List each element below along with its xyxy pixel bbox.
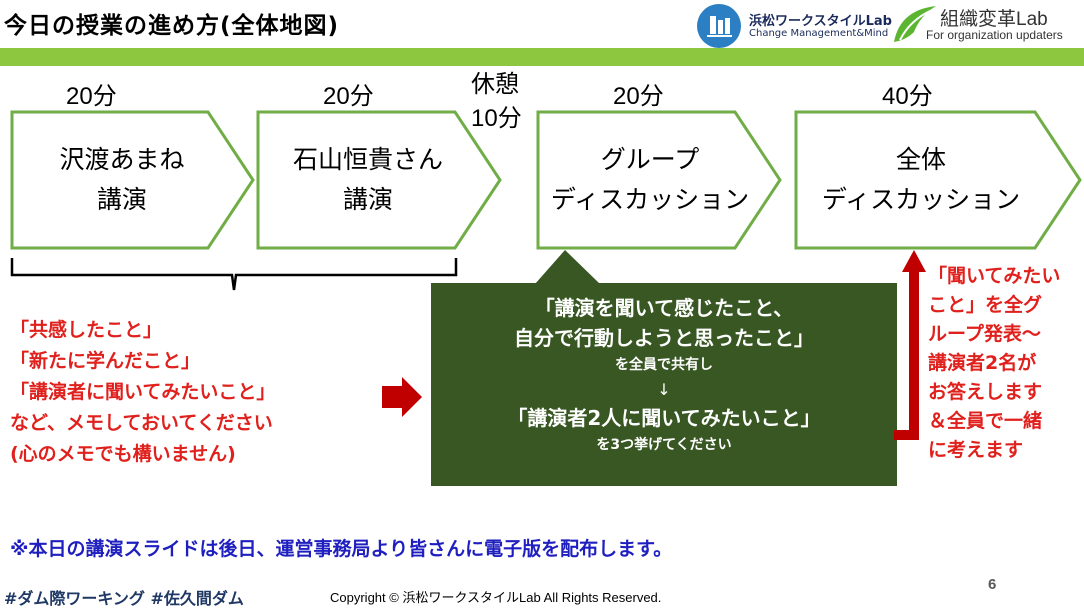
right-note: ＆全員で一緒: [928, 410, 1043, 432]
step-1-duration: 20分: [66, 83, 117, 110]
step-4-chevron: [794, 110, 1082, 250]
right-note: 「聞いてみたい: [928, 265, 1061, 287]
step-4-duration: 40分: [882, 83, 933, 110]
task-line5: を3つ挙げてください: [596, 437, 732, 453]
left-note: 「新たに学んだこと」: [10, 350, 201, 372]
step-1-label: 沢渡あまね 講演: [12, 140, 232, 220]
break-label: 休憩 10分: [471, 68, 522, 136]
logo2-name: 組織変革Lab: [940, 9, 1048, 30]
step-1-line1: 沢渡あまね: [59, 146, 185, 174]
step-2-line2: 講演: [342, 186, 393, 214]
right-notes: 「聞いてみたい こと」を全グ ループ発表～ 講演者2名が お答えします ＆全員で…: [928, 262, 1060, 465]
step-3-line1: グループ: [600, 146, 700, 174]
break-label-line1: 休憩: [471, 71, 519, 98]
page-title: 今日の授業の進め方(全体地図): [4, 13, 340, 39]
step-2-duration: 20分: [323, 83, 374, 110]
slides-distribution-note: ※本日の講演スライドは後日、運営事務局より皆さんに電子版を配布します。: [10, 538, 673, 560]
bracket-brace: [10, 258, 458, 291]
step-4-line1: 全体: [895, 146, 946, 174]
step-4-label: 全体 ディスカッション: [796, 140, 1046, 220]
right-note: お答えします: [928, 381, 1043, 403]
step-2-label: 石山恒貴さん 講演: [258, 140, 478, 220]
step-4-line2: ディスカッション: [821, 186, 1021, 214]
task-line1: 「講演を聞いて感じたこと、: [534, 296, 794, 320]
header-divider: [0, 48, 1084, 66]
task-line4: 「講演者2人に聞いてみたいこと」: [507, 406, 821, 430]
globe-icon: [697, 4, 741, 48]
left-note: (心のメモでも構いません): [10, 443, 236, 465]
step-2-line1: 石山恒貴さん: [292, 146, 443, 174]
callout-pointer: [535, 250, 600, 284]
hamamatsu-logo: 浜松ワークスタイルLab Change Management&Mind: [697, 4, 892, 48]
soshiki-henkaku-logo: 組織変革Lab For organization updaters: [890, 2, 1084, 46]
left-note: 「講演者に聞いてみたいこと」: [10, 381, 276, 403]
group-task-box: 「講演を聞いて感じたこと、 自分で行動しようと思ったこと」 を全員で共有し ↓ …: [431, 283, 897, 486]
task-line2: 自分で行動しようと思ったこと」: [514, 326, 814, 350]
task-line3: を全員で共有し: [615, 357, 713, 373]
break-label-line2: 10分: [471, 105, 522, 132]
timeline-chevrons: [10, 110, 1082, 291]
step-1-line2: 講演: [96, 186, 147, 214]
page-number: 6: [988, 576, 997, 593]
hashtags: #ダム際ワーキング #佐久間ダム: [4, 589, 244, 608]
step-2-chevron: [256, 110, 502, 250]
step-1-chevron: [10, 110, 255, 250]
right-note: 講演者2名が: [928, 352, 1037, 374]
left-note: 「共感したこと」: [10, 319, 163, 341]
step-3-chevron: [536, 110, 782, 250]
right-note: ループ発表～: [928, 323, 1041, 345]
logo1-name: 浜松ワークスタイルLab: [749, 14, 892, 29]
left-notes: 「共感したこと」 「新たに学んだこと」 「講演者に聞いてみたいこと」 など、メモ…: [10, 315, 275, 470]
step-3-duration: 20分: [613, 83, 664, 110]
down-arrow-icon: ↓: [657, 380, 671, 399]
right-arrow-icon: [382, 377, 422, 417]
logo1-subtitle: Change Management&Mind: [749, 28, 889, 39]
up-arrow-icon: [894, 250, 926, 440]
leaf-swoosh-icon: [894, 6, 936, 42]
step-3-label: グループ ディスカッション: [538, 140, 762, 220]
copyright: Copyright © 浜松ワークスタイルLab All Rights Rese…: [330, 590, 662, 605]
right-note: に考えます: [928, 439, 1024, 461]
left-note: など、メモしておいてください: [10, 412, 273, 434]
logo2-subtitle: For organization updaters: [926, 28, 1063, 42]
step-3-line2: ディスカッション: [550, 186, 750, 214]
right-note: こと」を全グ: [928, 294, 1043, 316]
